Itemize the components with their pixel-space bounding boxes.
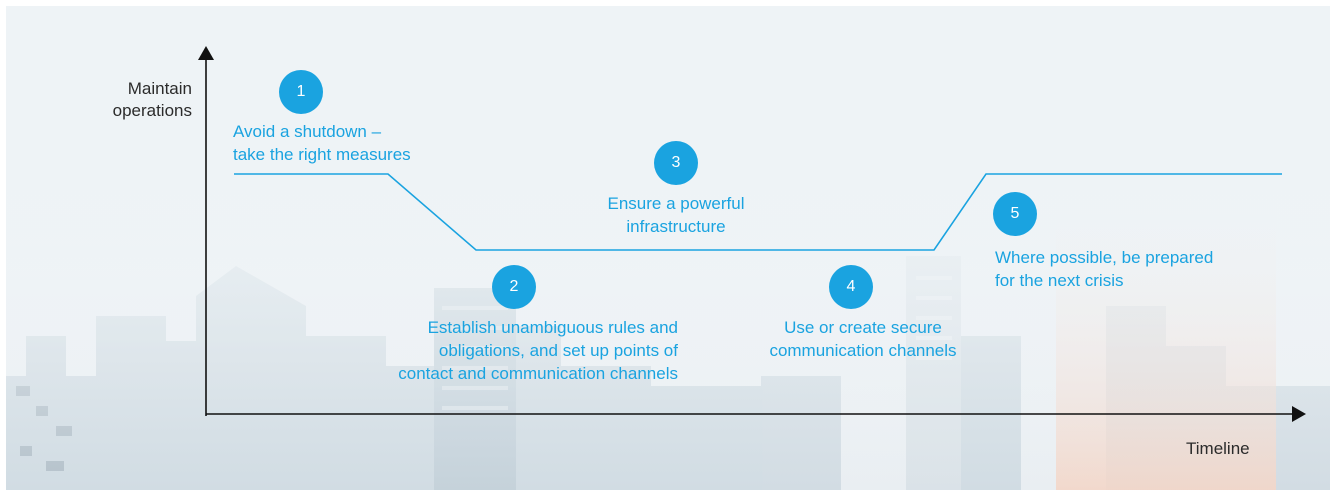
step-5-text: Where possible, be prepared for the next…	[995, 248, 1214, 290]
y-axis-arrowhead	[198, 46, 214, 60]
step-2-badge: 2	[492, 265, 536, 309]
step-1-badge: 1	[279, 70, 323, 114]
step-1-text: Avoid a shutdown – take the right measur…	[233, 122, 411, 164]
step-2-text: Establish unambiguous rules and obligati…	[398, 318, 678, 383]
step-5-badge: 5	[993, 192, 1037, 236]
step-3-text: Ensure a powerful infrastructure	[607, 194, 745, 236]
step-4-text: Use or create secure communication chann…	[769, 318, 957, 360]
diagram-lines	[198, 46, 1306, 422]
city-skyline-background	[6, 6, 1330, 490]
operations-level-line	[234, 173, 1282, 251]
x-axis-arrowhead	[1292, 406, 1306, 422]
x-axis-label: Timeline	[1186, 439, 1250, 458]
step-3-badge: 3	[654, 141, 698, 185]
diagram-canvas: Maintain operations Timeline 1 Avoid a s…	[6, 6, 1330, 490]
y-axis-label: Maintain operations	[112, 79, 192, 120]
step-4-badge: 4	[829, 265, 873, 309]
